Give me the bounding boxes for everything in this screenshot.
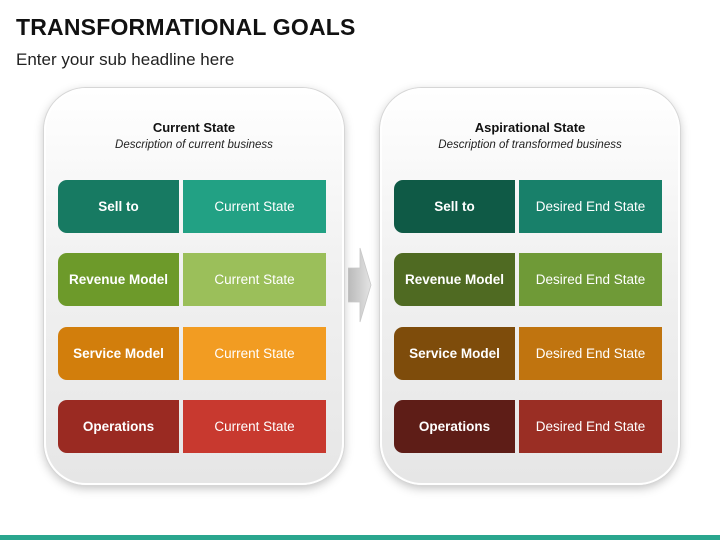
- row-operations: Operations Current State: [58, 400, 326, 453]
- bottom-accent-bar: [0, 535, 720, 540]
- panel-heading: Current State: [152, 120, 236, 135]
- panel-description: Description of current business: [115, 139, 273, 151]
- row-value: Desired End State: [519, 400, 662, 453]
- row-label: Sell to: [58, 180, 179, 233]
- row-label: Service Model: [394, 327, 515, 380]
- row-label: Revenue Model: [58, 253, 179, 306]
- row-revenue-model: Revenue Model Current State: [58, 253, 326, 306]
- row-value: Desired End State: [519, 180, 662, 233]
- right-arrow-icon: [348, 247, 372, 323]
- row-value: Desired End State: [519, 327, 662, 380]
- panel-heading: Aspirational State: [474, 120, 586, 135]
- row-value: Desired End State: [519, 253, 662, 306]
- row-sell-to: Sell to Desired End State: [394, 180, 662, 233]
- row-value: Current State: [183, 180, 326, 233]
- row-label: Operations: [58, 400, 179, 453]
- row-label: Service Model: [58, 327, 179, 380]
- row-label: Revenue Model: [394, 253, 515, 306]
- row-value: Current State: [183, 327, 326, 380]
- panel-description: Description of transformed business: [438, 139, 622, 151]
- row-value: Current State: [183, 400, 326, 453]
- row-label: Sell to: [394, 180, 515, 233]
- row-value: Current State: [183, 253, 326, 306]
- row-operations: Operations Desired End State: [394, 400, 662, 453]
- page-subtitle: Enter your sub headline here: [16, 50, 235, 69]
- row-label: Operations: [394, 400, 515, 453]
- page-title: TRANSFORMATIONAL GOALS: [16, 14, 356, 40]
- row-sell-to: Sell to Current State: [58, 180, 326, 233]
- row-revenue-model: Revenue Model Desired End State: [394, 253, 662, 306]
- row-service-model: Service Model Desired End State: [394, 327, 662, 380]
- row-service-model: Service Model Current State: [58, 327, 326, 380]
